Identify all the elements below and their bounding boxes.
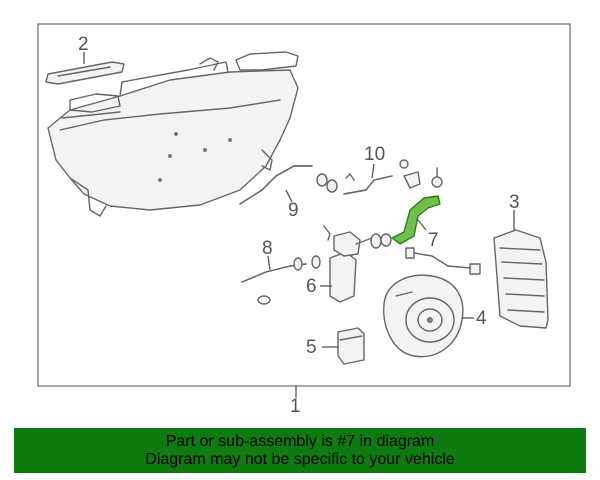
hvac-housing-part[interactable]: [47, 51, 299, 217]
leader-9: [285, 189, 293, 203]
leader-7: [417, 219, 427, 231]
resistor-part[interactable]: [337, 327, 365, 365]
callout-7[interactable]: 7: [428, 230, 439, 251]
valve-part[interactable]: [323, 225, 392, 303]
info-banner: Part or sub-assembly is #7 in diagram Di…: [14, 428, 586, 473]
callout-1[interactable]: 1: [290, 396, 301, 417]
blower-motor-part[interactable]: [383, 247, 481, 358]
leader-8: [267, 255, 271, 271]
callout-9[interactable]: 9: [288, 200, 299, 221]
callout-6[interactable]: 6: [306, 276, 317, 297]
callout-5[interactable]: 5: [306, 337, 317, 358]
leader-10: [371, 163, 375, 179]
callout-8[interactable]: 8: [262, 238, 273, 259]
hose-part-9[interactable]: [239, 165, 338, 205]
callout-4[interactable]: 4: [476, 308, 487, 329]
banner-line-disclaimer: Diagram may not be specific to your vehi…: [145, 450, 455, 468]
hose-part-7-highlighted[interactable]: [391, 167, 443, 245]
callout-10[interactable]: 10: [364, 144, 385, 165]
heater-core-part[interactable]: [493, 229, 549, 329]
hose-part-8[interactable]: [241, 255, 321, 305]
diagram-frame: [37, 23, 571, 387]
parts-diagram: 1 2 3 4 5 6 7 8 9 10: [37, 23, 571, 417]
banner-line-part-info: Part or sub-assembly is #7 in diagram: [165, 432, 435, 450]
callout-2[interactable]: 2: [78, 34, 89, 55]
seal-gasket-part[interactable]: [45, 61, 125, 85]
callout-3[interactable]: 3: [509, 192, 520, 213]
hose-part-10[interactable]: [343, 159, 421, 195]
